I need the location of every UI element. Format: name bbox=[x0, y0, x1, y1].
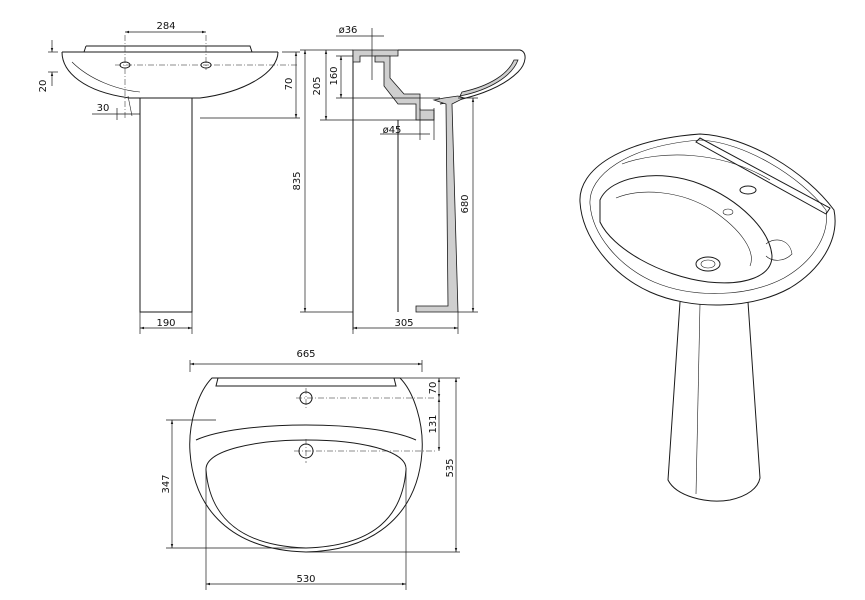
dim-20: 20 bbox=[38, 80, 49, 93]
top-view: 665 70 131 535 347 530 bbox=[161, 349, 460, 590]
dim-835: 835 bbox=[292, 171, 303, 190]
dim-diameter-36: ø36 bbox=[339, 25, 358, 36]
dim-205: 205 bbox=[312, 76, 323, 95]
dim-190: 190 bbox=[156, 318, 175, 329]
dim-347: 347 bbox=[161, 474, 172, 493]
dim-160: 160 bbox=[329, 66, 340, 85]
side-section-view: ø36 205 160 ø45 835 680 305 bbox=[292, 25, 526, 334]
dim-diameter-45: ø45 bbox=[383, 125, 402, 136]
dim-665: 665 bbox=[296, 349, 315, 360]
dim-305: 305 bbox=[394, 318, 413, 329]
dim-530: 530 bbox=[296, 574, 315, 585]
dim-535: 535 bbox=[445, 458, 456, 477]
front-view: 284 20 70 30 190 bbox=[38, 21, 300, 334]
dim-30: 30 bbox=[97, 103, 110, 114]
dim-70-front: 70 bbox=[284, 78, 295, 91]
dim-131: 131 bbox=[428, 414, 439, 433]
dim-70-top: 70 bbox=[428, 382, 439, 395]
perspective-view bbox=[579, 133, 836, 502]
dim-680: 680 bbox=[460, 194, 471, 213]
dim-284: 284 bbox=[156, 21, 175, 32]
